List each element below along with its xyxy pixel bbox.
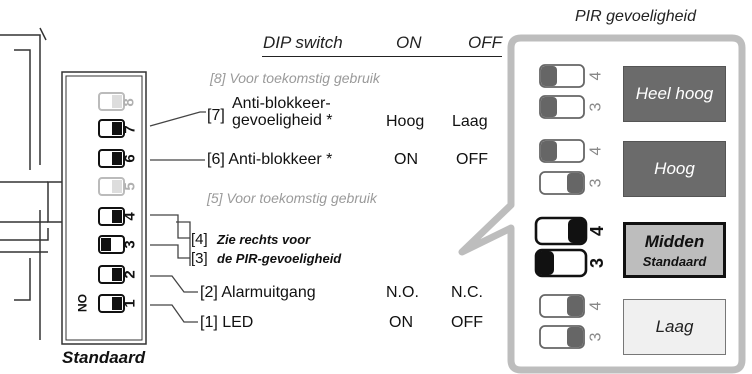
row-1-on: ON: [389, 314, 413, 331]
pir-level-laag-label: Laag: [655, 317, 694, 336]
row-7-off: Laag: [452, 113, 488, 130]
row-5-text: [5] Voor toekomstig gebruik: [207, 190, 377, 206]
leader-lines: [149, 111, 206, 323]
switch-number-8: 8: [120, 98, 138, 107]
pir-num-midden-4: 4: [587, 225, 608, 237]
pir-level-hoog: Hoog: [623, 141, 726, 197]
row-4-prefix: [4]: [191, 231, 208, 248]
row-8-text: [8] Voor toekomstig gebruik: [210, 70, 380, 86]
pir-switch-heelhoog-4: [539, 64, 585, 88]
switch-number-4: 4: [121, 212, 139, 221]
pir-switch-midden-4: [534, 216, 588, 246]
row-7-on: Hoog: [386, 113, 425, 130]
pir-title: PIR gevoeligheid: [575, 8, 696, 25]
switch-number-7: 7: [121, 125, 139, 134]
switch-2: [98, 265, 125, 284]
switch-3: [98, 235, 125, 254]
pir-num-heelhoog-4: 4: [587, 71, 605, 81]
switch-number-2: 2: [121, 270, 139, 279]
row-7-line1: Anti-blokkeer-: [232, 95, 331, 112]
switch-number-1: 1: [121, 299, 139, 308]
header-off: OFF: [468, 33, 502, 52]
switch-number-3: 3: [121, 240, 139, 249]
switch-number-5: 5: [121, 182, 139, 191]
caption-standaard: Standaard: [62, 348, 146, 367]
switch-8: [98, 92, 125, 111]
row-6-on: ON: [394, 151, 418, 168]
pir-num-laag-3: 3: [587, 332, 605, 342]
header-underline: [262, 56, 502, 57]
pir-switch-laag-4: [539, 294, 585, 318]
pir-level-midden: Midden Standaard: [623, 222, 726, 278]
row-7-prefix: [7]: [207, 107, 225, 124]
pir-num-laag-4: 4: [587, 301, 605, 311]
pir-num-hoog-4: 4: [587, 146, 605, 156]
row-6-off: OFF: [456, 151, 488, 168]
row-4-text: Zie rechts voor: [217, 232, 311, 247]
switch-6: [98, 149, 125, 168]
switch-1: [98, 294, 125, 313]
pir-switch-midden-3: [534, 248, 588, 278]
pir-level-laag: Laag: [623, 299, 726, 355]
row-2-off: N.C.: [451, 284, 483, 301]
row-7-line2: gevoeligheid *: [232, 112, 333, 129]
pir-level-hoog-label: Hoog: [654, 159, 695, 178]
pir-switch-laag-3: [539, 325, 585, 349]
pir-num-hoog-3: 3: [587, 178, 605, 188]
pir-switch-hoog-3: [539, 171, 585, 195]
pir-switch-hoog-4: [539, 139, 585, 163]
row-6-text: [6] Anti-blokkeer *: [207, 151, 333, 168]
pir-level-heel-hoog-label: Heel hoog: [635, 84, 714, 103]
row-3-prefix: [3]: [191, 250, 208, 267]
row-2-text: [2] Alarmuitgang: [200, 284, 316, 301]
switch-7: [98, 119, 125, 138]
dip-switch-inner-frame: [65, 75, 143, 341]
row-1-off: OFF: [451, 314, 483, 331]
header-on: ON: [396, 33, 422, 52]
pir-num-midden-3: 3: [587, 257, 608, 269]
pir-switch-heelhoog-3: [539, 95, 585, 119]
pir-level-midden-label: Midden: [644, 231, 705, 251]
pir-level-midden-sublabel: Standaard: [642, 253, 707, 269]
pir-level-heel-hoog: Heel hoog: [623, 66, 726, 122]
switch-on-mark: ON: [75, 294, 89, 312]
switch-5: [98, 177, 125, 196]
row-3-text: de PIR-gevoeligheid: [217, 251, 342, 266]
pir-num-heelhoog-3: 3: [587, 102, 605, 112]
row-2-on: N.O.: [386, 284, 419, 301]
switch-number-6: 6: [121, 154, 139, 163]
header-dip-switch: DIP switch: [263, 33, 343, 52]
row-1-text: [1] LED: [200, 314, 254, 331]
switch-4: [98, 207, 125, 226]
